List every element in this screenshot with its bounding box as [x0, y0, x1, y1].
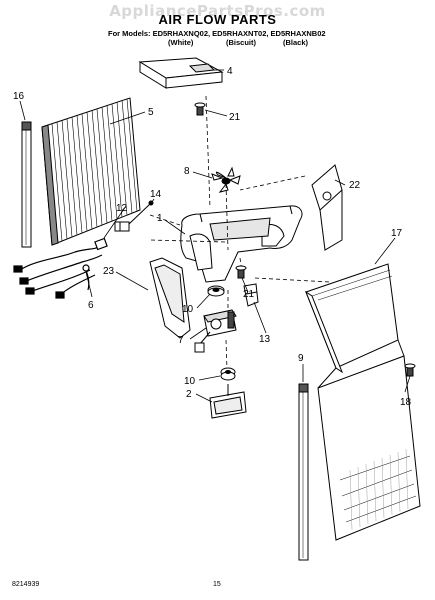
- callout-17: 17: [391, 228, 403, 239]
- callout-1: 1: [157, 213, 163, 224]
- models-line: For Models: ED5RHAXNQ02, ED5RHAXNT02, ED…: [108, 29, 326, 38]
- color-biscuit: (Biscuit): [226, 38, 256, 47]
- watermark: AppliancePartsPros.com: [109, 2, 326, 20]
- part-16-strip: [21, 121, 32, 248]
- callout-21-top: 21: [229, 112, 241, 123]
- part-9-strip: [298, 383, 309, 561]
- color-black: (Black): [283, 38, 309, 47]
- part-17-cover-panel: [304, 263, 421, 541]
- part-18-screw: [404, 363, 416, 377]
- color-white: (White): [168, 38, 194, 47]
- callout-21-middle: 21: [243, 289, 255, 300]
- callout-22: 22: [349, 180, 361, 191]
- leader-lines: [19, 69, 411, 403]
- part-12-wire-harness: [13, 237, 108, 299]
- callout-14: 14: [150, 189, 162, 200]
- document-number: 8214939: [12, 581, 40, 588]
- callout-9: 9: [298, 353, 304, 364]
- part-7-fan-motor: [194, 309, 237, 353]
- part-13-bracket: [243, 283, 259, 307]
- page-number: 15: [213, 581, 221, 588]
- callout-23: 23: [103, 266, 115, 277]
- part-21-screw-middle: [235, 265, 247, 279]
- callout-5: 5: [148, 107, 154, 118]
- part-1-air-duct: [180, 205, 303, 283]
- callout-6: 6: [88, 300, 94, 311]
- callout-16: 16: [13, 91, 25, 102]
- callout-12: 12: [116, 203, 128, 214]
- part-5-ribbed-panel: [41, 97, 141, 246]
- callout-2: 2: [186, 389, 192, 400]
- callout-13: 13: [259, 334, 271, 345]
- part-10-grommet-upper: [207, 285, 225, 297]
- part-4-bracket: [138, 57, 224, 89]
- callout-10-upper: 10: [182, 304, 194, 315]
- part-23-bracket: [149, 257, 191, 339]
- callout-18: 18: [400, 397, 412, 408]
- part-21-screw-top: [194, 102, 206, 116]
- page-title: AIR FLOW PARTS: [158, 12, 277, 27]
- callout-8: 8: [184, 166, 190, 177]
- part-2-motor-bracket: [209, 384, 247, 419]
- callout-10-lower: 10: [184, 376, 196, 387]
- callout-7: 7: [178, 335, 184, 346]
- part-10-grommet-lower: [220, 367, 236, 381]
- callout-4: 4: [227, 66, 233, 77]
- part-14-clip: [114, 200, 154, 232]
- part-22-bracket: [311, 164, 343, 251]
- part-8-fan-blade: [211, 166, 241, 193]
